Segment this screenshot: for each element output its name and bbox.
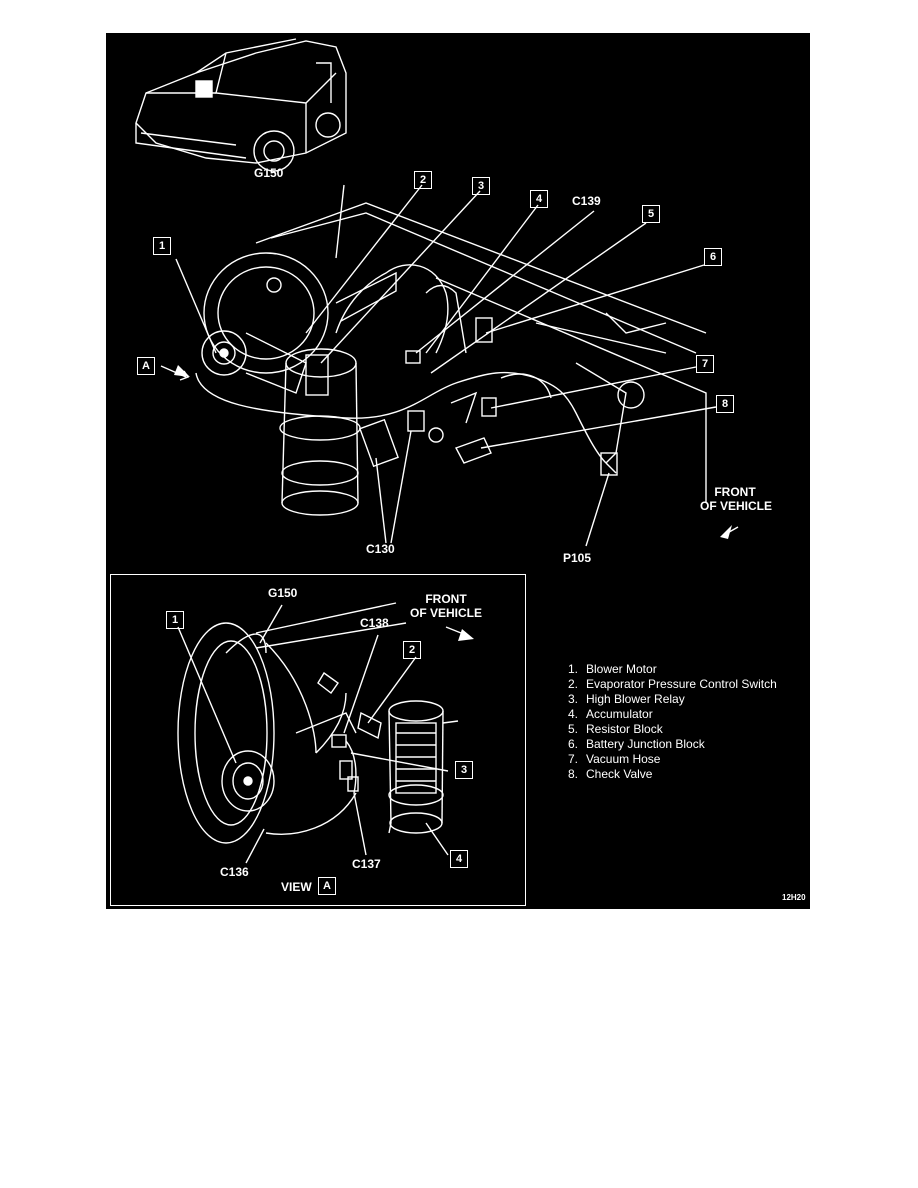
legend-item: 8. Check Valve	[568, 767, 777, 782]
legend-number: 2.	[568, 677, 579, 691]
inset-view-illustration	[177, 602, 459, 844]
legend-number: 8.	[568, 767, 579, 781]
legend-text: Accumulator	[586, 707, 653, 721]
connector-label-p105: P105	[563, 551, 592, 565]
legend-text: Check Valve	[586, 767, 653, 781]
legend-item: 1. Blower Motor	[568, 662, 777, 677]
main-view-illustration	[195, 202, 707, 516]
connector-label-c130: C130	[366, 542, 395, 556]
inset-callout-2: 2	[403, 641, 421, 659]
inset-view-letter: A	[318, 877, 336, 895]
inset-callout-3: 3	[455, 761, 473, 779]
callout-1-blower-motor: 1	[153, 237, 171, 255]
legend-text: High Blower Relay	[586, 692, 685, 706]
legend-number: 4.	[568, 707, 579, 721]
legend-number: 5.	[568, 722, 579, 736]
callout-view-a: A	[137, 357, 155, 375]
legend-number: 7.	[568, 752, 579, 766]
front-of-vehicle-line1: FRONT	[714, 485, 756, 499]
legend-item: 5. Resistor Block	[568, 722, 777, 737]
vehicle-locator-illustration	[135, 38, 347, 172]
inset-front-of-vehicle-line1: FRONT	[425, 592, 467, 606]
callout-7-vacuum-hose: 7	[696, 355, 714, 373]
inset-view-leaders	[177, 604, 467, 864]
callout-3-high-blower-relay: 3	[472, 177, 490, 195]
diagram-artwork	[135, 38, 739, 864]
legend-item: 2. Evaporator Pressure Control Switch	[568, 677, 777, 692]
inset-view-frame	[110, 574, 526, 906]
callout-2-pressure-switch: 2	[414, 171, 432, 189]
inset-view-label: VIEW	[281, 880, 312, 894]
figure-code: 12H20	[782, 893, 806, 902]
callout-5-resistor-block: 5	[642, 205, 660, 223]
legend-number: 1.	[568, 662, 579, 676]
legend-item: 6. Battery Junction Block	[568, 737, 777, 752]
diagram-figure: G150 C139 C130 P105 FRONT OF VEHICLE 1 2…	[106, 33, 810, 909]
connector-label-g150: G150	[254, 166, 284, 180]
inset-front-of-vehicle-label: FRONT OF VEHICLE	[404, 592, 488, 620]
legend-text: Battery Junction Block	[586, 737, 705, 751]
legend-number: 3.	[568, 692, 579, 706]
connector-label-c139: C139	[572, 194, 601, 208]
legend-item: 3. High Blower Relay	[568, 692, 777, 707]
callout-6-battery-junction-block: 6	[704, 248, 722, 266]
legend-item: 4. Accumulator	[568, 707, 777, 722]
legend-item: 7. Vacuum Hose	[568, 752, 777, 767]
inset-callout-1: 1	[166, 611, 184, 629]
callout-4-accumulator: 4	[530, 190, 548, 208]
inset-label-g150: G150	[268, 586, 298, 600]
front-of-vehicle-label: FRONT OF VEHICLE	[700, 485, 773, 513]
callout-8-check-valve: 8	[716, 395, 734, 413]
main-view-leaders	[160, 184, 739, 547]
inset-label-c137: C137	[352, 857, 381, 871]
legend-text: Blower Motor	[586, 662, 657, 676]
inset-callout-4: 4	[450, 850, 468, 868]
legend-text: Resistor Block	[586, 722, 663, 736]
legend-text: Evaporator Pressure Control Switch	[586, 677, 777, 691]
inset-front-of-vehicle-line2: OF VEHICLE	[409, 606, 482, 620]
component-legend: 1. Blower Motor 2. Evaporator Pressure Con…	[568, 662, 777, 782]
legend-text: Vacuum Hose	[586, 752, 661, 766]
front-of-vehicle-line2: OF VEHICLE	[700, 499, 773, 513]
inset-label-c138: C138	[360, 616, 389, 630]
legend-number: 6.	[568, 737, 579, 751]
inset-label-c136: C136	[220, 865, 249, 879]
